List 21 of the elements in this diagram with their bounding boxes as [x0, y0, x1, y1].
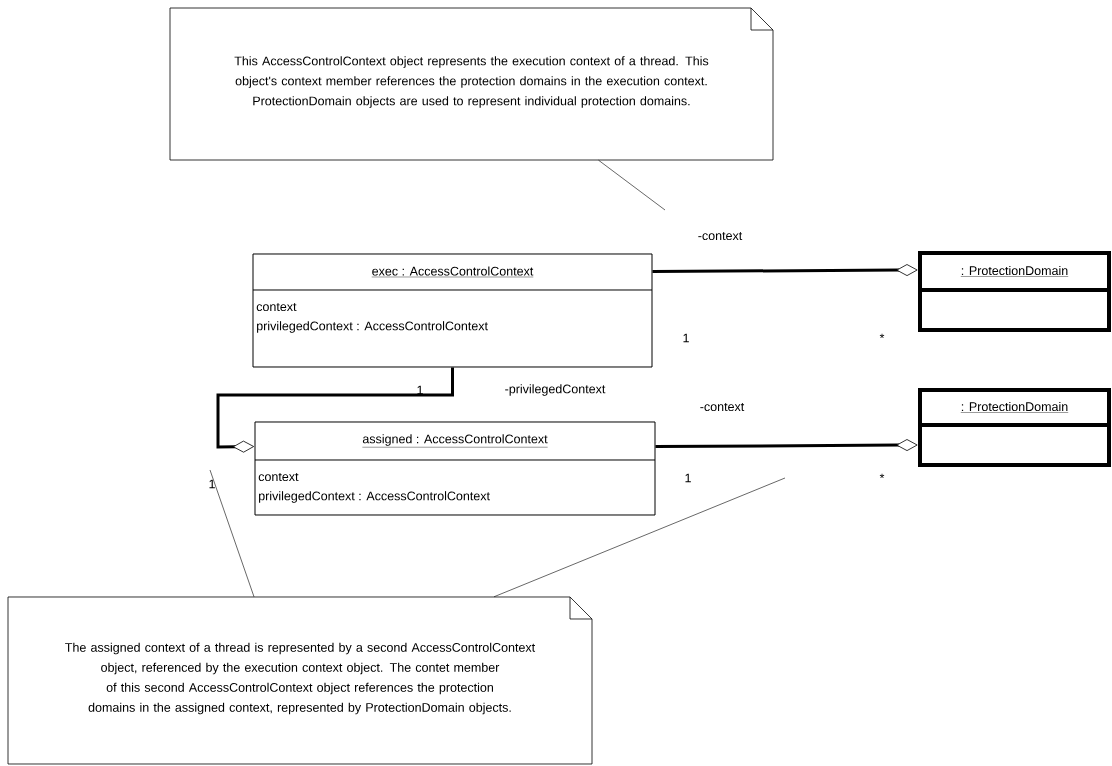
leader-line [598, 159, 666, 211]
note: This AccessControlContext object represents the execution context of a thread. This object's context member references the protection domains in the execution context. ProtectionDomain objects are used to represent individual protection domains. [169, 7, 774, 161]
association-line [655, 439, 918, 451]
object-box: : ProtectionDomain [918, 388, 1111, 467]
role-label: -context [696, 230, 744, 242]
multiplicity: * [879, 333, 885, 339]
multiplicity: 1 [417, 385, 423, 395]
multiplicity: 1 [209, 479, 215, 489]
leader-line [209, 469, 255, 598]
object-box: : ProtectionDomain [918, 251, 1111, 332]
multiplicity: 1 [685, 473, 691, 483]
association-line [652, 264, 918, 276]
role-label: -privilegedContext [503, 383, 607, 397]
multiplicity: * [879, 473, 885, 479]
note: The assigned context of a thread is represented by a second AccessControlContext object, referenced by the execution context object. The contet member of this second AccessControlContext object references the protection domains in the assigned context, represented by ProtectionDomain objects. [7, 596, 593, 765]
object-box: exec : AccessControlContext context privilegedContext : AccessControlContext [252, 253, 653, 368]
association-line [216, 367, 454, 453]
object-box: assigned : AccessControlContext context privilegedContext : AccessControlContext [254, 421, 656, 516]
role-label: -context [698, 401, 746, 413]
leader-line [493, 477, 786, 598]
multiplicity: 1 [683, 333, 689, 343]
